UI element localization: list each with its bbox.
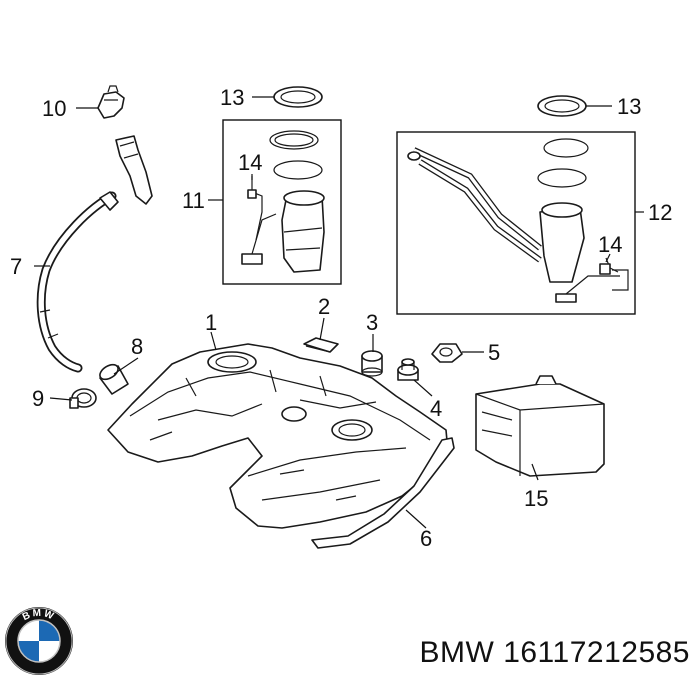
callout-5: 5 [488,340,500,365]
part-number: 16117212585 [503,636,690,669]
group-box-11 [222,119,342,285]
callout-7: 7 [10,254,22,279]
callout-13-left: 13 [220,85,244,110]
part-5-grommet [431,343,463,363]
callout-2: 2 [318,294,330,319]
part-14-level-sender-right [599,257,619,275]
part-11-fuel-pump-left [241,130,325,273]
part-2-pad [303,337,339,353]
footer-part-info: BMW 16117212585 [420,636,690,670]
callout-4: 4 [430,396,442,421]
callout-13-right: 13 [617,94,641,119]
group-box-12 [396,131,636,315]
callout-1: 1 [205,310,217,335]
part-15-carbon-canister [475,375,605,477]
part-1-fuel-tank [107,343,449,529]
part-14-level-sender-left [247,176,263,241]
part-7-filler-pipe [36,135,153,373]
callout-8: 8 [131,334,143,359]
callout-9: 9 [32,386,44,411]
callout-11: 11 [182,188,205,213]
part-6-tank-strap [311,437,455,549]
part-4-bushing [397,358,419,381]
leader-lines [34,96,644,529]
part-13-lock-ring-right [537,95,587,117]
callout-12: 12 [648,200,672,225]
part-12-fuel-pump-right [407,138,629,303]
part-10-filler-cap [97,85,125,119]
callout-15: 15 [524,486,548,511]
callout-3: 3 [366,310,378,335]
bmw-logo: BMW [5,607,73,675]
bmw-logo-letters: BMW [21,608,57,623]
callout-6: 6 [420,526,432,551]
part-9-hose-clamp [69,388,97,409]
brand-name: BMW [419,636,495,669]
callout-14-right: 14 [598,232,622,257]
callout-10: 10 [42,96,66,121]
part-13-lock-ring-left [273,86,323,108]
callout-labels: 10 7 8 9 1 2 3 4 5 6 15 11 12 13 13 14 1… [10,85,672,551]
part-8-connector-hose [99,363,129,395]
part-3-damper [361,350,383,377]
callout-14-left: 14 [238,150,262,175]
